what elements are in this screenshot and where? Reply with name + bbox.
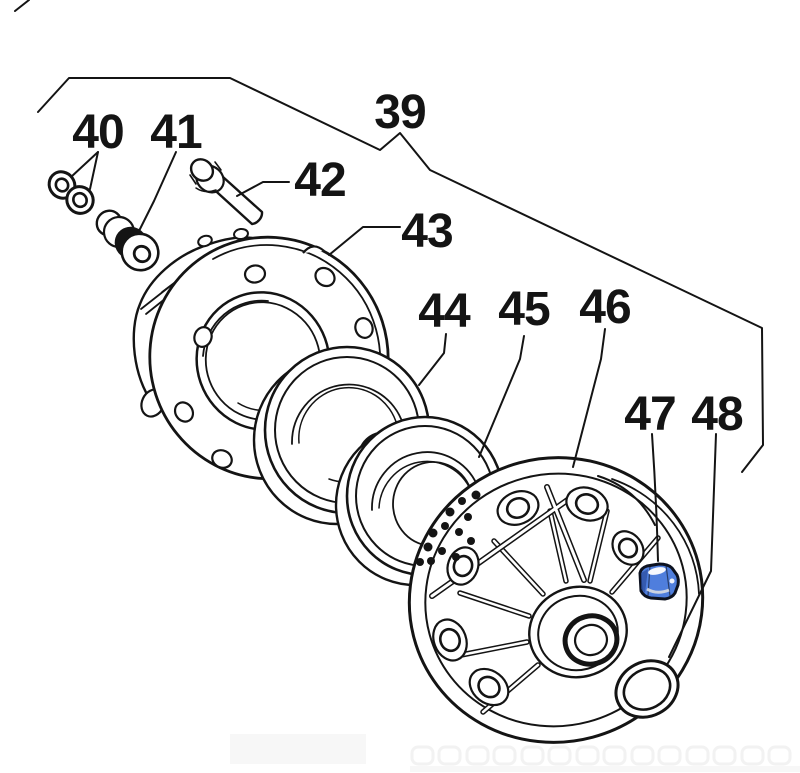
part-40-washers-drawing (47, 170, 95, 215)
callout-42: 42 (294, 154, 345, 207)
part-43-flange-housing-drawing (132, 227, 390, 483)
callout-39: 39 (374, 86, 425, 139)
bearing-balls-drawing (416, 490, 481, 566)
callout-48: 48 (691, 388, 743, 441)
leader-lines (70, 151, 717, 658)
callout-41: 41 (150, 106, 202, 159)
callout-45: 45 (498, 283, 550, 336)
callout-43: 43 (401, 205, 452, 258)
part-48-oring-drawing (614, 659, 680, 719)
part-41-plug-drawing (95, 209, 160, 272)
callout-labels: 39 40 41 42 43 44 45 46 47 48 (72, 86, 744, 441)
callout-44: 44 (418, 285, 471, 338)
part-42-bolt-drawing (189, 158, 264, 226)
page-artifacts (230, 734, 800, 772)
part-47-nut-drawing (638, 562, 680, 601)
callout-46: 46 (579, 281, 630, 334)
callout-bracket-39 (14, 0, 764, 473)
callout-40: 40 (72, 106, 123, 159)
callout-47: 47 (624, 388, 675, 441)
